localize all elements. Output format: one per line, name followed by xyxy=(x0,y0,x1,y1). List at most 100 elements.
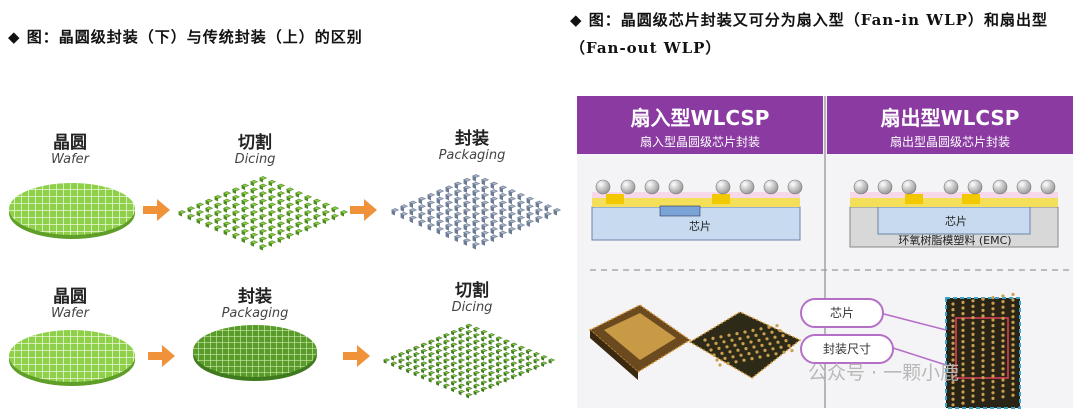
die-cell-side xyxy=(518,347,522,352)
photo-ball xyxy=(765,337,769,341)
die-cell-side xyxy=(268,212,272,217)
solder-bump xyxy=(1016,179,1032,195)
photo-ball xyxy=(1001,389,1005,393)
die-cell-side xyxy=(428,347,432,352)
die-cell-side xyxy=(223,208,227,213)
photo-ball xyxy=(991,335,995,339)
fan-in-package-photo-1 xyxy=(588,304,692,380)
die-cell-side xyxy=(421,356,424,361)
photo-ball xyxy=(971,321,975,325)
die-cell-side xyxy=(250,219,254,225)
photo-ball xyxy=(951,352,955,356)
photo-ball xyxy=(991,296,995,300)
die-cell-side xyxy=(413,353,417,358)
die-cell-side xyxy=(496,375,499,380)
die-cell-side xyxy=(436,356,439,361)
photo-ball xyxy=(1001,316,1005,320)
photo-ball xyxy=(1011,332,1015,336)
die-cell-side xyxy=(517,225,521,231)
die-cell-side xyxy=(436,213,440,220)
die-cell-side xyxy=(463,240,467,246)
photo-ball xyxy=(991,396,995,400)
packaged-wafer-disc xyxy=(193,325,317,381)
photo-ball xyxy=(991,346,995,350)
die-cell-side xyxy=(472,236,476,242)
die-cell-side xyxy=(490,183,494,190)
die-cell-side xyxy=(481,240,485,246)
watermark: 公众号 · 一颗小鹿 xyxy=(808,362,960,384)
die-cell-side xyxy=(535,202,539,208)
photo-ball xyxy=(715,358,719,362)
photo-ball xyxy=(1001,328,1005,332)
die-cell-side xyxy=(517,210,521,216)
photo-ball xyxy=(991,380,995,384)
photo-ball xyxy=(971,332,975,336)
photo-ball xyxy=(1011,354,1015,358)
die-cell-side xyxy=(445,232,449,239)
die-cell-side xyxy=(205,215,209,221)
photo-ball xyxy=(768,342,772,346)
die-cell-side xyxy=(232,196,236,202)
photo-ball xyxy=(717,346,721,350)
photo-ball xyxy=(762,332,766,336)
photo-ball xyxy=(951,386,955,390)
die-cell-side xyxy=(409,210,413,216)
die-cell-side xyxy=(178,212,182,217)
photo-ball xyxy=(981,359,985,363)
die-cell-side xyxy=(481,363,484,367)
die-cell-side xyxy=(488,360,492,364)
die-cell-side xyxy=(205,208,209,213)
solder-bump xyxy=(620,179,636,195)
die-cell-side xyxy=(481,369,484,374)
die-cell-side xyxy=(503,372,507,377)
die-cell-side xyxy=(286,219,290,225)
die-cell-side xyxy=(436,198,440,205)
die-cell-side xyxy=(286,204,290,209)
photo-ball xyxy=(770,330,774,334)
die-cell-side xyxy=(481,344,484,349)
photo-ball xyxy=(1001,361,1005,365)
die-cell-side xyxy=(488,378,492,383)
photo-ball xyxy=(991,307,995,311)
solder-bump xyxy=(901,179,917,195)
die-cell-side xyxy=(463,202,467,208)
photo-ball xyxy=(991,363,995,367)
die-cell-side xyxy=(205,223,209,228)
die-cell-side xyxy=(466,388,469,393)
die-cell-side xyxy=(488,341,492,345)
photo-ball xyxy=(763,348,767,352)
die-cell-side xyxy=(445,194,449,201)
photo-ball xyxy=(742,358,746,362)
photo-ball xyxy=(1011,388,1015,392)
photo-ball xyxy=(1001,378,1005,382)
die-cell-side xyxy=(535,217,539,224)
die-cell-side xyxy=(413,372,417,377)
photo-ball xyxy=(1001,322,1005,326)
right-caption: ◆ 图：晶圆级芯片封装又可分为扇入型（Fan-in WLP）和扇出型（Fan-o… xyxy=(570,11,1048,57)
die-cell-side xyxy=(268,219,272,225)
die-cell-side xyxy=(466,325,469,330)
die-cell-side xyxy=(223,215,227,221)
die-cell-side xyxy=(286,227,290,232)
die-cell-side xyxy=(340,212,344,217)
die-cell-side xyxy=(259,200,263,206)
photo-ball xyxy=(751,328,755,332)
die-cell-side xyxy=(496,356,499,361)
photo-ball xyxy=(1011,298,1015,302)
photo-ball xyxy=(961,328,965,332)
photo-ball xyxy=(961,312,965,316)
solder-bump xyxy=(763,179,779,195)
die-cell-side xyxy=(304,196,308,202)
die-cell-side xyxy=(451,344,454,349)
die-cell-side xyxy=(232,212,236,217)
photo-ball xyxy=(723,356,727,360)
photo-ball xyxy=(743,330,747,334)
photo-ball xyxy=(961,401,965,405)
photo-ball xyxy=(981,387,985,391)
die-cell-side xyxy=(451,350,454,355)
die-cell-side xyxy=(250,189,254,194)
photo-ball xyxy=(981,398,985,402)
photo-ball xyxy=(776,340,780,344)
die-cell-side xyxy=(398,353,402,358)
die-cell-side xyxy=(526,363,529,367)
